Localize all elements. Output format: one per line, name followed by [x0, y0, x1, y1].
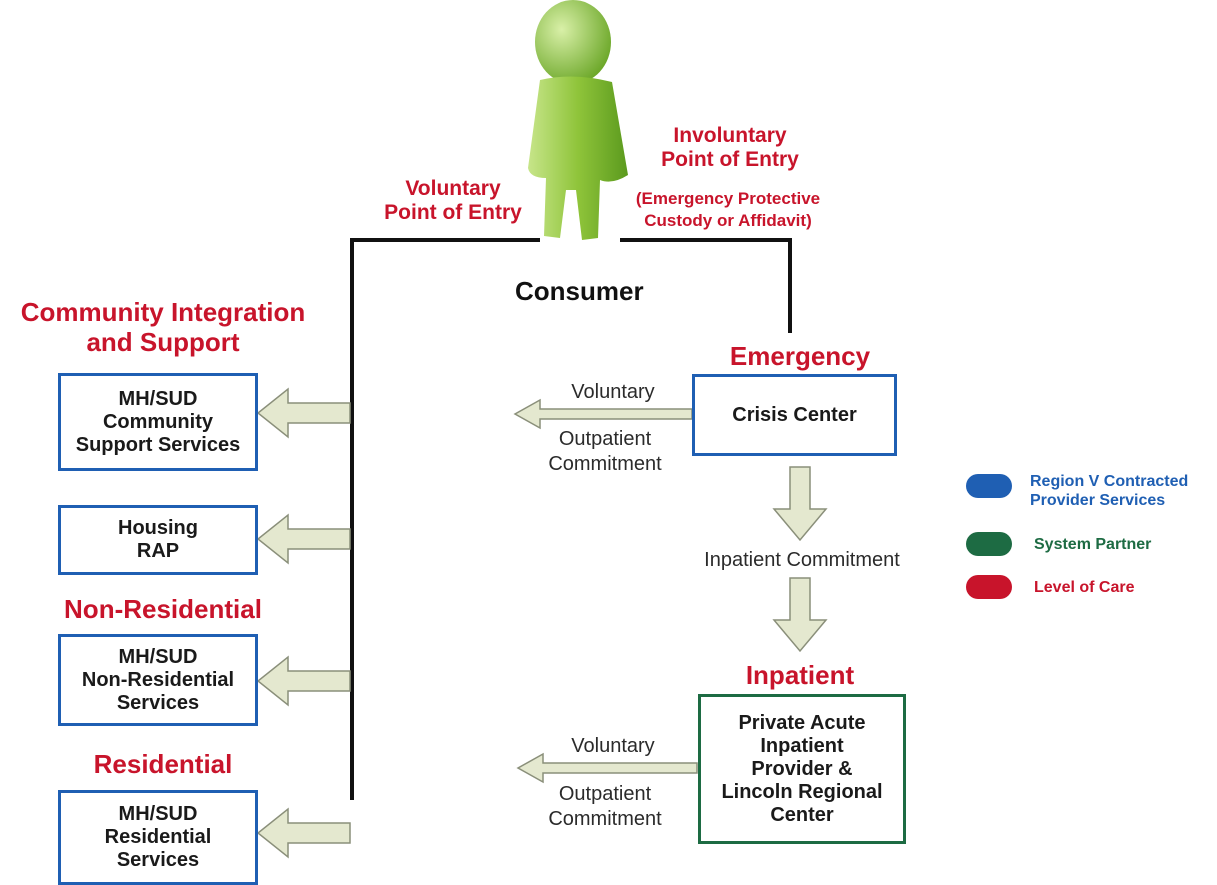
residential-services-box: MH/SUD Residential Services — [58, 790, 258, 885]
crisis-voluntary-label: Voluntary — [571, 381, 655, 403]
inpatient-heading: Inpatient — [745, 660, 855, 690]
legend-label-system-partner: System Partner — [1034, 536, 1152, 553]
voluntary-connector-line — [350, 238, 540, 800]
legend-label-level-of-care: Level of Care — [1034, 579, 1135, 596]
voluntary-entry-label: Voluntary Point of Entry — [384, 177, 522, 225]
involuntary-entry-note: (Emergency Protective Custody or Affidav… — [635, 189, 821, 231]
inpatient-voluntary-label: Voluntary — [571, 735, 655, 757]
arrow-crisis-voluntary — [513, 398, 693, 430]
crisis-center-text: Crisis Center — [732, 403, 857, 426]
legend-swatch-system-partner — [966, 532, 1012, 556]
involuntary-connector-line — [620, 238, 792, 333]
inpatient-provider-box: Private Acute Inpatient Provider & Linco… — [698, 694, 906, 844]
arrow-to-community-box — [256, 387, 351, 439]
arrow-to-nonresidential-box — [256, 655, 351, 707]
non-residential-heading: Non-Residential — [64, 594, 262, 624]
legend-swatch-level-of-care — [966, 575, 1012, 599]
arrow-to-residential-box — [256, 807, 351, 859]
inpatient-commitment-label: Inpatient Commitment — [704, 549, 900, 571]
arrow-commitment-to-inpatient — [772, 577, 828, 653]
residential-heading: Residential — [93, 749, 233, 779]
legend-swatch-region-v — [966, 474, 1012, 498]
emergency-heading: Emergency — [729, 341, 871, 371]
community-support-services-text: MH/SUD Community Support Services — [75, 387, 241, 456]
consumer-figure-icon — [528, 0, 628, 240]
community-support-services-box: MH/SUD Community Support Services — [58, 373, 258, 471]
housing-rap-box: Housing RAP — [58, 505, 258, 575]
crisis-outpatient-commitment-label: Outpatient Commitment — [548, 428, 662, 475]
non-residential-services-text: MH/SUD Non-Residential Services — [81, 645, 235, 714]
non-residential-services-box: MH/SUD Non-Residential Services — [58, 634, 258, 726]
community-integration-heading: Community Integration and Support — [20, 297, 306, 357]
legend-label-region-v: Region V Contracted Provider Services — [1030, 473, 1189, 510]
housing-rap-text: Housing RAP — [118, 517, 198, 562]
crisis-center-box: Crisis Center — [692, 374, 897, 456]
arrow-crisis-to-commitment — [772, 466, 828, 542]
inpatient-provider-text: Private Acute Inpatient Provider & Linco… — [721, 711, 883, 826]
arrow-inpatient-voluntary — [516, 752, 698, 784]
arrow-to-housing-box — [256, 513, 351, 565]
involuntary-entry-title: Involuntary Point of Entry — [661, 124, 799, 172]
inpatient-outpatient-commitment-label: Outpatient Commitment — [548, 783, 662, 830]
residential-services-text: MH/SUD Residential Services — [104, 803, 212, 871]
consumer-label: Consumer — [515, 276, 644, 306]
